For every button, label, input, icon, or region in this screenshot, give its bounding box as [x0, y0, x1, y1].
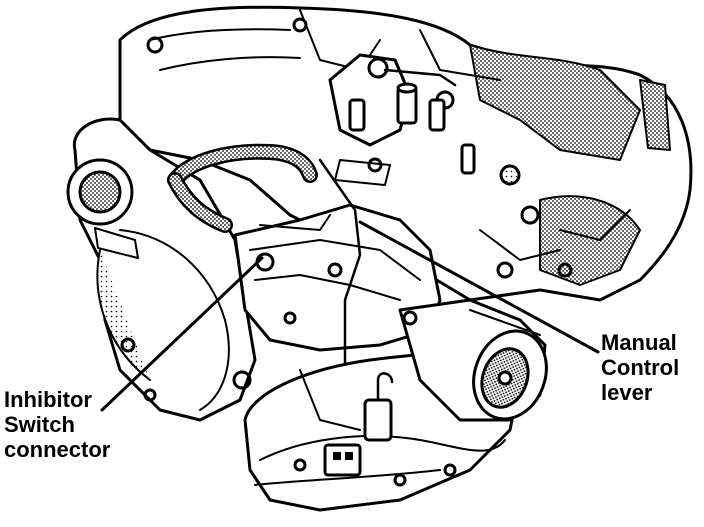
label-line-3: connector [4, 437, 111, 462]
label-line-1: Manual [601, 330, 677, 355]
manual-control-lever-label: Manual Control lever [601, 330, 679, 405]
leader-line-inhibitor [100, 256, 264, 412]
label-line-1: Inhibitor [4, 387, 92, 412]
inhibitor-switch-connector-label: Inhibitor Switch connector [4, 387, 110, 462]
label-line-3: lever [601, 380, 653, 405]
leader-line-manual-lever [358, 220, 600, 354]
label-line-2: Switch [4, 412, 75, 437]
label-line-2: Control [601, 355, 680, 380]
